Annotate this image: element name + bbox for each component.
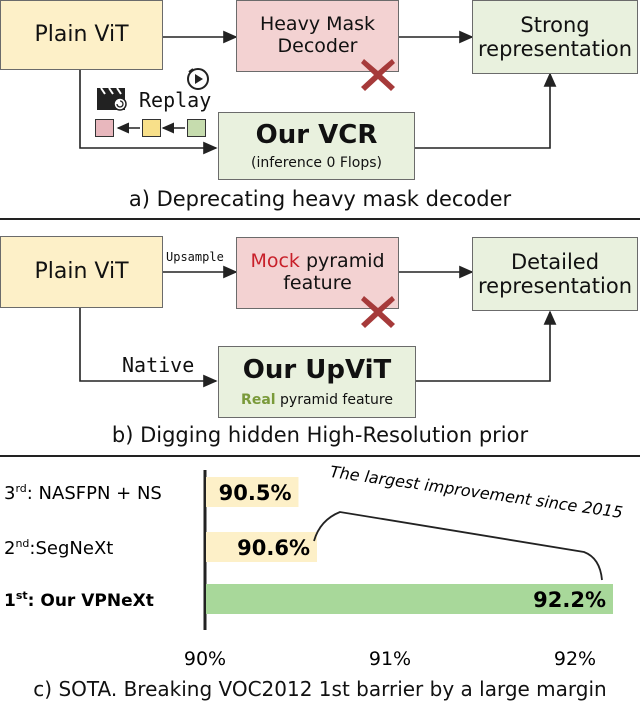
strong-line1: Strong <box>520 12 590 37</box>
bar-value-label-2: 90.6% <box>237 536 310 560</box>
bar-3 <box>206 584 613 614</box>
plain-vit-label-a: Plain ViT <box>34 22 129 48</box>
upvit-title: Our UpViT <box>242 355 392 385</box>
category-label-2: 2nd:SegNeXt <box>4 537 113 559</box>
replay-frame-yellow <box>142 119 161 137</box>
x-tick-label-2: 91% <box>369 648 411 670</box>
detailed-line1: Detailed <box>510 249 600 274</box>
upsample-label: Upsample <box>166 250 224 264</box>
sota-bar-chart: 90.5% 90.6% 92.2% 3rd: NASFPN + NS 2nd:SegNe… <box>4 462 624 670</box>
mock-pyramid-line1: Mock pyramid <box>250 250 385 273</box>
real-word: Real <box>241 391 276 408</box>
category-label-1: 3rd: NASFPN + NS <box>4 482 162 504</box>
x-tick-label-1: 90% <box>184 648 226 670</box>
cross-icon <box>361 59 395 91</box>
cross-icon <box>361 296 395 328</box>
mock-pyramid-box: Mock pyramid feature <box>236 237 399 309</box>
bar-value-label-1: 90.5% <box>219 481 292 505</box>
replay-play-icon <box>187 68 209 90</box>
bar-1 <box>206 477 299 507</box>
mock-pyramid-line2: feature <box>283 272 352 294</box>
annotation-brace <box>313 511 603 581</box>
x-tick-label-3: 92% <box>554 648 596 670</box>
heavy-decoder-line1: Heavy Mask <box>259 13 376 36</box>
native-label: Native <box>122 353 195 377</box>
vcr-title: Our VCR <box>255 119 378 150</box>
strong-line2: representation <box>477 37 632 61</box>
vcr-subtitle: (inference 0 Flops) <box>251 155 382 172</box>
annotation-text: The largest improvement since 2015 <box>329 462 624 522</box>
mock-rest-line1: pyramid <box>299 250 385 273</box>
replay-frame-red <box>95 119 114 137</box>
bar-value-label-3: 92.2% <box>533 588 606 612</box>
plain-vit-box-a: Plain ViT <box>0 0 163 70</box>
replay-frame-green <box>187 119 206 137</box>
video-clapper-icon <box>97 87 127 111</box>
upvit-box: Our UpViT Real pyramid feature <box>218 346 416 418</box>
bar-2 <box>206 532 317 562</box>
vcr-box: Our VCR (inference 0 Flops) <box>218 112 415 180</box>
category-label-3: 1st: Our VPNeXt <box>4 589 154 611</box>
heavy-decoder-box: Heavy Mask Decoder <box>236 0 399 72</box>
caption-b: b) Digging hidden High-Resolution prior <box>111 423 529 447</box>
strong-representation-box: Strong representation <box>472 0 638 74</box>
detailed-line2: representation <box>477 274 632 298</box>
plain-vit-label-b: Plain ViT <box>34 259 129 285</box>
replay-label: Replay <box>139 88 212 112</box>
real-rest: pyramid feature <box>275 391 393 408</box>
mock-word: Mock <box>250 250 300 273</box>
real-pyramid-line: Real pyramid feature <box>241 392 393 408</box>
plain-vit-box-b: Plain ViT <box>0 236 163 308</box>
heavy-decoder-line2: Decoder <box>277 35 358 57</box>
divider-2 <box>0 455 640 457</box>
caption-a: a) Deprecating heavy mask decoder <box>128 187 512 211</box>
caption-c: c) SOTA. Breaking VOC2012 1st barrier by… <box>33 677 607 701</box>
detailed-representation-box: Detailed representation <box>472 237 638 311</box>
divider-1 <box>0 218 640 220</box>
